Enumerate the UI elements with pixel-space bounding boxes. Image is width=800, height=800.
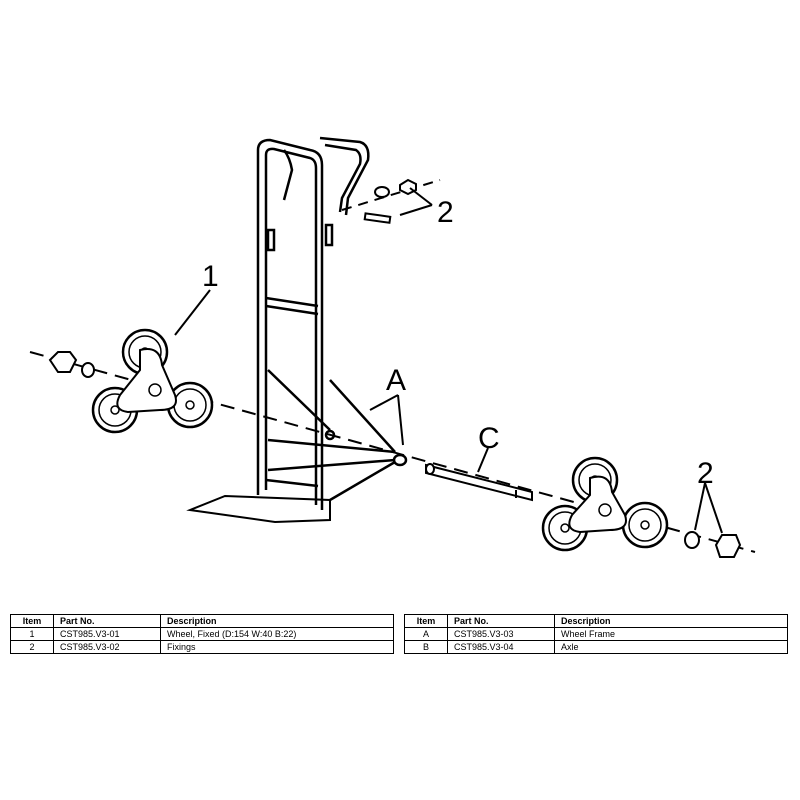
table-row: B CST985.V3-04 Axle — [404, 640, 788, 654]
hand-truck-frame — [256, 136, 408, 510]
table-row: A CST985.V3-03 Wheel Frame — [404, 627, 788, 641]
table-row: 2 CST985.V3-02 Fixings — [10, 640, 394, 654]
left-washer — [81, 362, 95, 378]
cell-item: A — [404, 627, 448, 641]
fixings-right-leader-2 — [704, 482, 723, 534]
cell-part-no: CST985.V3-01 — [53, 627, 161, 641]
cell-item: 2 — [10, 640, 54, 654]
fixings-right-leader-1 — [694, 482, 706, 531]
header-item: Item — [404, 614, 448, 628]
callout-wheel-left: 1 — [202, 260, 219, 293]
callout-fixings-top: 2 — [437, 196, 454, 229]
header-item: Item — [10, 614, 54, 628]
right-nut — [714, 534, 742, 558]
cell-description: Wheel, Fixed (D:154 W:40 B:22) — [160, 627, 394, 641]
cell-item: 1 — [10, 627, 54, 641]
frame-leader-2 — [397, 394, 404, 446]
cell-item: B — [404, 640, 448, 654]
frame-leader-1 — [369, 394, 399, 411]
axle-leader — [477, 447, 489, 473]
top-fixings — [341, 178, 441, 224]
header-part-no: Part No. — [53, 614, 161, 628]
table-header-row: Item Part No. Description — [10, 614, 394, 628]
header-part-no: Part No. — [447, 614, 555, 628]
parts-table-right: Item Part No. Description A CST985.V3-03… — [404, 614, 788, 654]
cell-description: Fixings — [160, 640, 394, 654]
cell-description: Axle — [554, 640, 788, 654]
cell-description: Wheel Frame — [554, 627, 788, 641]
fixings-top-leader-2 — [399, 204, 433, 216]
left-wheel-assembly — [91, 328, 214, 434]
parts-table-left: Item Part No. Description 1 CST985.V3-01… — [10, 614, 394, 654]
wheel-left-leader — [174, 289, 211, 336]
left-nut — [48, 351, 78, 373]
exploded-parts-diagram: 1 2 A C 2 — [29, 136, 756, 558]
table-header-row: Item Part No. Description — [404, 614, 788, 628]
callout-axle: C — [478, 422, 500, 455]
header-description: Description — [554, 614, 788, 628]
cell-part-no: CST985.V3-02 — [53, 640, 161, 654]
fixings-top-leader — [409, 187, 433, 206]
callout-fixings-right: 2 — [697, 457, 714, 490]
table-row: 1 CST985.V3-01 Wheel, Fixed (D:154 W:40 … — [10, 627, 394, 641]
base-plate — [186, 494, 331, 524]
header-description: Description — [160, 614, 394, 628]
cell-part-no: CST985.V3-03 — [447, 627, 555, 641]
callout-frame: A — [386, 364, 406, 397]
right-washer — [684, 531, 700, 549]
cell-part-no: CST985.V3-04 — [447, 640, 555, 654]
axle — [425, 463, 533, 502]
right-wheel-assembly — [541, 456, 669, 552]
